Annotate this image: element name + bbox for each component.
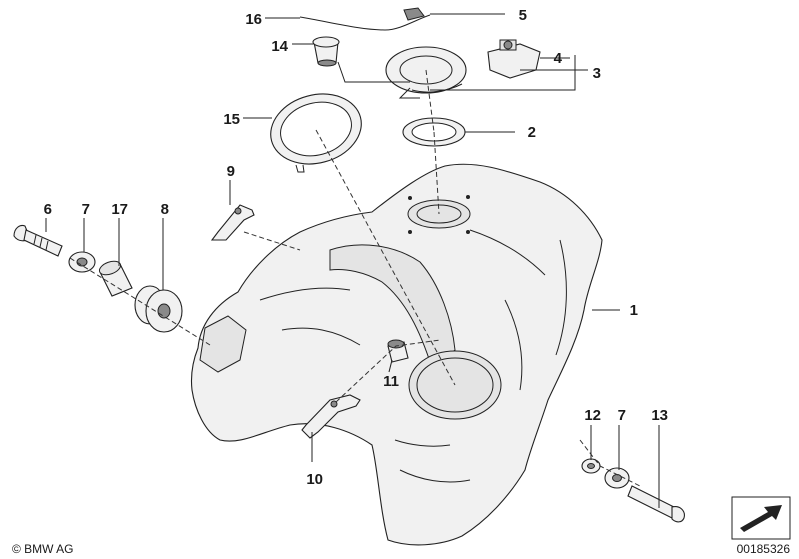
label-7-right: 7 <box>618 407 626 424</box>
vent-hose <box>299 14 431 31</box>
label-5: 5 <box>519 7 527 24</box>
rubber-mount <box>134 285 183 333</box>
label-4: 4 <box>554 50 563 67</box>
label-17: 17 <box>111 201 128 218</box>
washer-left <box>68 251 96 273</box>
label-2: 2 <box>528 124 536 141</box>
image-number: 00185326 <box>737 542 791 556</box>
rubber-plug <box>312 36 340 67</box>
mounting-bolt-left <box>13 224 63 257</box>
washer-right <box>604 467 630 489</box>
bracket-upper <box>210 204 255 241</box>
copyright-text: © BMW AG <box>12 542 74 556</box>
mounting-bolt-right <box>627 485 685 523</box>
part-labels: 16 5 14 4 3 15 2 9 6 7 17 8 1 11 12 7 13… <box>44 7 668 488</box>
pump-unit <box>487 39 541 79</box>
spacer-sleeve <box>98 260 133 297</box>
footer: © BMW AG 00185326 <box>12 496 791 556</box>
hose-clip <box>403 7 425 21</box>
label-7-left: 7 <box>82 201 90 218</box>
label-10: 10 <box>306 471 323 488</box>
label-13: 13 <box>651 407 668 424</box>
label-15: 15 <box>223 111 240 128</box>
orientation-arrow-icon <box>731 496 791 540</box>
label-8: 8 <box>161 201 169 218</box>
label-12: 12 <box>584 407 601 424</box>
label-16: 16 <box>245 11 262 28</box>
label-3: 3 <box>593 65 601 82</box>
label-9: 9 <box>227 163 235 180</box>
rubber-grommet <box>387 339 409 363</box>
assembly-lines <box>69 69 641 487</box>
label-1: 1 <box>630 302 638 319</box>
label-14: 14 <box>271 38 288 55</box>
leader-lines <box>45 13 660 508</box>
lever-sensor-ring <box>270 93 362 173</box>
label-6: 6 <box>44 201 52 218</box>
label-11: 11 <box>383 373 399 390</box>
washer-small-right <box>581 458 601 474</box>
bracket-lower <box>301 394 361 439</box>
